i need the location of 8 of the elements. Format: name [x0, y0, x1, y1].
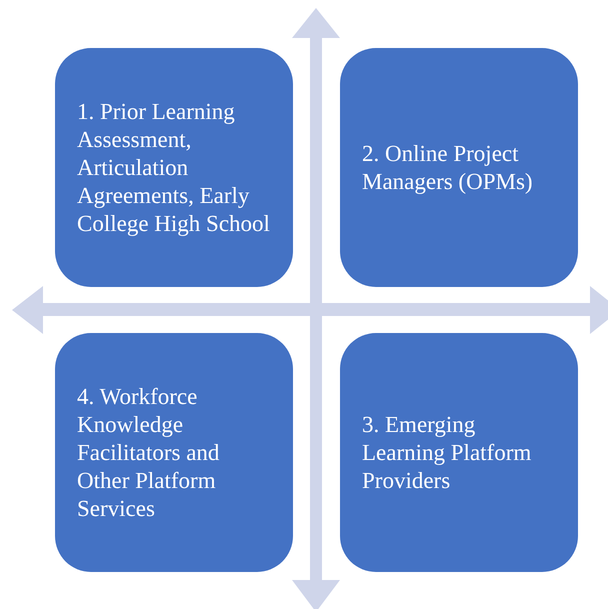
quadrant-label: 2. Online Project Managers (OPMs) [362, 140, 534, 196]
quadrant-box [340, 333, 578, 572]
quadrant-label: 3. Emerging Learning Platform Providers [362, 410, 532, 494]
quadrant-label: 4. Workforce Knowledge Facilitators and Other Platform Services [77, 382, 220, 522]
quadrant-box [55, 333, 293, 572]
quadrant-box [340, 48, 578, 287]
quadrant-box [55, 48, 293, 287]
quadrant-label: 1. Prior Learning Assessment, Articulation Agreements, Early College High School [77, 98, 271, 238]
